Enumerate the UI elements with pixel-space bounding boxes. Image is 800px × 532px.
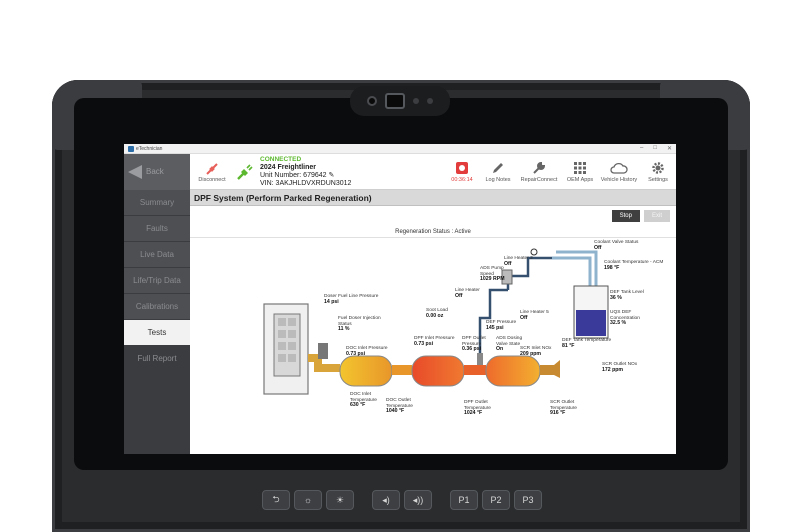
oem-apps-button[interactable]: OEM Apps: [562, 161, 598, 183]
hardware-buttons: ⮌ ☼ ☀ ◂) ◂)) P1 P2 P3: [262, 490, 554, 510]
repairconnect-button[interactable]: RepairConnect: [516, 161, 562, 183]
exit-button[interactable]: Exit: [643, 210, 670, 222]
hw-back-button[interactable]: ⮌: [262, 490, 290, 510]
hw-p1-button[interactable]: P1: [450, 490, 478, 510]
minimize-button[interactable]: –: [640, 145, 644, 151]
sensor-icon: [367, 96, 377, 106]
wrench-icon: [533, 161, 546, 174]
hw-volume-down-button[interactable]: ◂): [372, 490, 400, 510]
grid-icon: [574, 161, 586, 174]
app-header: Back Disconnect CONNECTED 2024 Fr: [124, 153, 676, 190]
hw-p2-button[interactable]: P2: [482, 490, 510, 510]
unit-number: Unit Number: 679642 ✎: [260, 171, 335, 179]
hw-brightness-down-button[interactable]: ☼: [294, 490, 322, 510]
light-sensor-icon: [413, 98, 419, 104]
settings-button[interactable]: Settings: [640, 161, 676, 183]
cloud-icon: [610, 162, 628, 174]
app-name: eTechnician: [136, 145, 163, 152]
back-label: Back: [146, 167, 164, 176]
maximize-button[interactable]: □: [653, 145, 657, 151]
page-title: DPF System (Perform Parked Regeneration): [190, 190, 676, 206]
vehicle-name: 2024 Freightliner: [260, 163, 317, 171]
sidebar-item-summary[interactable]: Summary: [124, 190, 190, 216]
camera-icon: [385, 93, 405, 109]
sidebar-item-full-report[interactable]: Full Report: [124, 346, 190, 372]
pencil-icon: [493, 162, 503, 173]
record-icon: [456, 161, 468, 174]
disconnect-label: Disconnect: [198, 176, 226, 183]
hw-volume-up-button[interactable]: ◂)): [404, 490, 432, 510]
sidebar-item-life-trip-data[interactable]: Life/Trip Data: [124, 268, 190, 294]
stop-button[interactable]: Stop: [611, 210, 640, 222]
vehicle-history-button[interactable]: Vehicle History: [598, 161, 640, 183]
system-schematic: [263, 248, 609, 395]
gear-icon: [652, 161, 664, 174]
app-logo-icon: [128, 145, 134, 152]
light-sensor-icon: [427, 98, 433, 104]
timer-label: 00:36:14: [451, 176, 473, 183]
camera-module: [350, 86, 450, 116]
window-titlebar: eTechnician – □ ✕: [124, 144, 676, 154]
log-notes-button[interactable]: Log Notes: [480, 161, 516, 183]
sidebar-item-tests[interactable]: Tests: [124, 320, 190, 346]
sidebar-item-calibrations[interactable]: Calibrations: [124, 294, 190, 320]
sidebar-filler: [124, 372, 190, 454]
back-button[interactable]: Back: [124, 153, 190, 190]
app-window: eTechnician – □ ✕ Back Disconnect: [124, 144, 676, 454]
sidebar-item-live-data[interactable]: Live Data: [124, 242, 190, 268]
close-button[interactable]: ✕: [666, 146, 672, 152]
hw-brightness-up-button[interactable]: ☀: [326, 490, 354, 510]
unplug-icon: [206, 162, 218, 175]
main-content: DPF System (Perform Parked Regeneration)…: [190, 190, 676, 454]
sidebar: Summary Faults Live Data Life/Trip Data …: [124, 190, 190, 454]
disconnect-button[interactable]: Disconnect: [192, 161, 232, 183]
action-bar: Stop Exit: [190, 206, 676, 226]
plug-connected-icon: [237, 163, 253, 180]
edit-pencil-icon[interactable]: ✎: [328, 171, 335, 179]
back-arrow-icon: [128, 164, 142, 179]
recording-timer-button[interactable]: 00:36:14: [444, 161, 480, 183]
connection-info: CONNECTED 2024 Freightliner Unit Number:…: [236, 156, 351, 188]
hw-p3-button[interactable]: P3: [514, 490, 542, 510]
sidebar-item-faults[interactable]: Faults: [124, 216, 190, 242]
connection-status: CONNECTED: [260, 155, 302, 163]
vin: VIN: 3AKJHLDVXRDUN3012: [260, 179, 352, 187]
regeneration-status: Regeneration Status : Active: [190, 226, 676, 238]
